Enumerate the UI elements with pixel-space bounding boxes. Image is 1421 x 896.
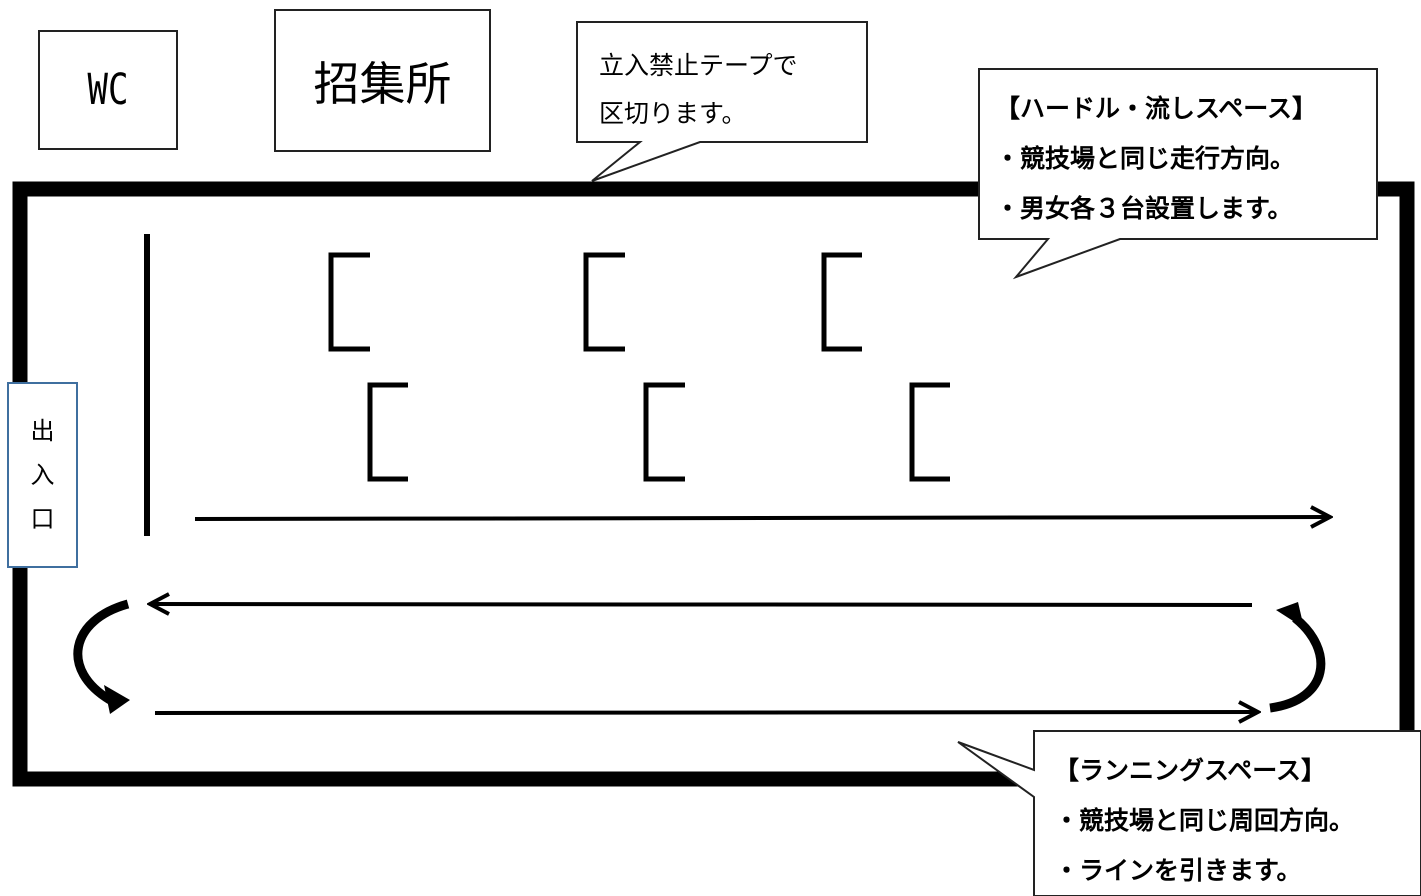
hurdle-icon xyxy=(583,252,625,352)
entrance-char: 入 xyxy=(30,461,55,489)
callout-line: 【ランニングスペース】 xyxy=(1054,756,1327,785)
entrance-box: 出 入 口 xyxy=(7,382,78,568)
callout-line: 区切ります。 xyxy=(599,99,747,128)
assembly-box: 招集所 xyxy=(274,9,491,152)
wc-label: WC xyxy=(87,65,129,115)
callout-line: 【ハードル・流しスペース】 xyxy=(995,94,1318,123)
entrance-label: 出 入 口 xyxy=(31,409,55,541)
running-direction-arrow-left xyxy=(150,604,1253,605)
entrance-char: 口 xyxy=(30,505,55,533)
venue-boundary xyxy=(12,181,1415,787)
hurdle-icon xyxy=(821,252,862,352)
hurdle-callout-bubble xyxy=(978,68,1378,280)
left-turn-arrow-icon xyxy=(73,599,130,714)
hurdle-icon xyxy=(909,382,950,482)
tape-callout-text: 立入禁止テープで 区切ります。 xyxy=(599,42,798,138)
assembly-label: 招集所 xyxy=(313,56,452,111)
right-turn-arrow-icon xyxy=(1269,602,1326,713)
callout-line: ・競技場と同じ走行方向。 xyxy=(995,144,1296,173)
wc-box: WC xyxy=(38,30,178,150)
hurdle-icon xyxy=(643,382,685,482)
hurdle-direction-arrow xyxy=(194,517,1330,519)
tape-callout-bubble xyxy=(576,21,868,182)
running-direction-arrow-right xyxy=(154,712,1258,713)
callout-line: ・男女各３台設置します。 xyxy=(995,194,1293,223)
entrance-char: 出 xyxy=(30,417,55,445)
running-callout-text: 【ランニングスペース】 ・競技場と同じ周回方向。 ・ラインを引きます。 xyxy=(1054,746,1354,896)
running-callout-bubble xyxy=(957,730,1421,896)
hurdle-icon xyxy=(367,382,408,482)
callout-line: ・競技場と同じ周回方向。 xyxy=(1054,806,1355,835)
callout-line: ・ラインを引きます。 xyxy=(1054,856,1302,885)
hurdle-callout-text: 【ハードル・流しスペース】 ・競技場と同じ走行方向。 ・男女各３台設置します。 xyxy=(995,84,1317,234)
hurdle-icon xyxy=(328,252,370,352)
callout-line: 立入禁止テープで xyxy=(599,51,798,80)
